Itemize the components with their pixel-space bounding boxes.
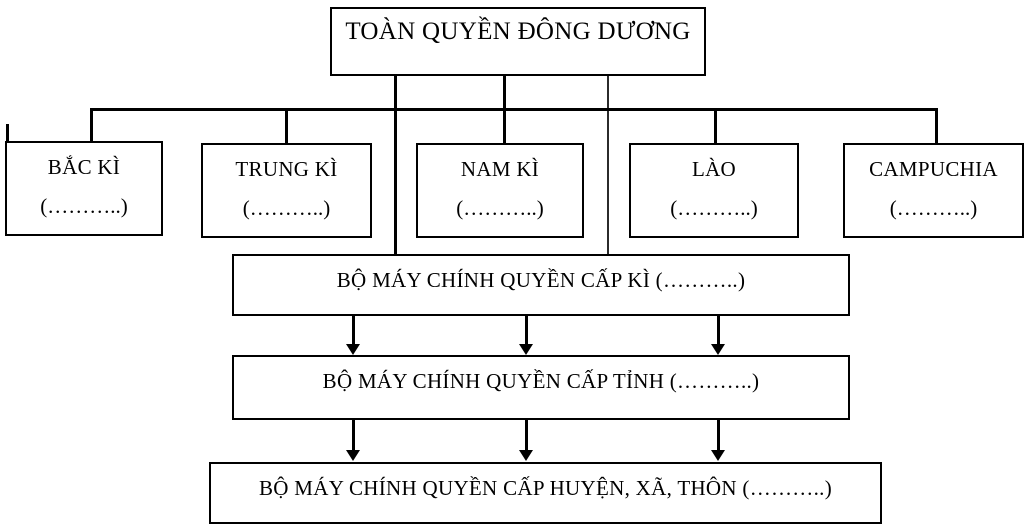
node-label: TRUNG KÌ [235,157,338,181]
node-blank: (………..) [242,196,331,220]
node-toan-quyen-dong-duong[interactable]: TOÀN QUYỀN ĐÔNG DƯƠNG [330,7,706,76]
node-blank: (………..) [40,194,128,218]
node-blank: (………..) [670,196,758,220]
node-label: LÀO [691,157,737,181]
connector-root-drop-left [394,76,397,254]
node-label: TOÀN QUYỀN ĐÔNG DƯƠNG [345,18,691,45]
node-cap-huyen[interactable]: BỘ MÁY CHÍNH QUYỀN CẤP HUYỆN, XÃ, THÔN (… [209,462,882,524]
connector-root-drop-right [607,76,609,254]
node-cap-tinh[interactable]: BỘ MÁY CHÍNH QUYỀN CẤP TỈNH (………..) [232,355,850,420]
connector-drop-trung-ki [285,108,288,145]
node-bac-ki[interactable]: BẮC KÌ (………..) [5,141,163,236]
node-label: BỘ MÁY CHÍNH QUYỀN CẤP KÌ (………..) [336,268,746,292]
node-blank: (………..) [456,196,544,220]
node-label: BỘ MÁY CHÍNH QUYỀN CẤP HUYỆN, XÃ, THÔN (… [258,476,832,500]
arrow-cap-tinh-to-cap-huyen-2 [525,420,528,452]
node-label: NAM KÌ [460,157,540,181]
node-trung-ki[interactable]: TRUNG KÌ (………..) [201,143,372,238]
arrow-cap-ki-to-cap-tinh-2 [525,316,528,346]
connector-stub-left-edge [6,124,9,143]
node-nam-ki[interactable]: NAM KÌ (………..) [416,143,584,238]
node-lao[interactable]: LÀO (………..) [629,143,799,238]
arrow-cap-tinh-to-cap-huyen-1 [352,420,355,452]
connector-region-bus [90,108,938,111]
node-label: CAMPUCHIA [869,157,998,181]
arrow-cap-ki-to-cap-tinh-3 [717,316,720,346]
arrow-cap-ki-to-cap-tinh-1 [352,316,355,346]
arrow-cap-tinh-to-cap-huyen-3 [717,420,720,452]
connector-drop-campuchia [935,108,938,145]
connector-drop-lao [714,108,717,145]
node-label: BẮC KÌ [47,155,121,179]
node-campuchia[interactable]: CAMPUCHIA (………..) [843,143,1024,238]
connector-drop-bac-ki [90,108,93,143]
node-label: BỘ MÁY CHÍNH QUYỀN CẤP TỈNH (………..) [322,369,760,393]
node-blank: (………..) [889,196,978,220]
node-cap-ki[interactable]: BỘ MÁY CHÍNH QUYỀN CẤP KÌ (………..) [232,254,850,316]
